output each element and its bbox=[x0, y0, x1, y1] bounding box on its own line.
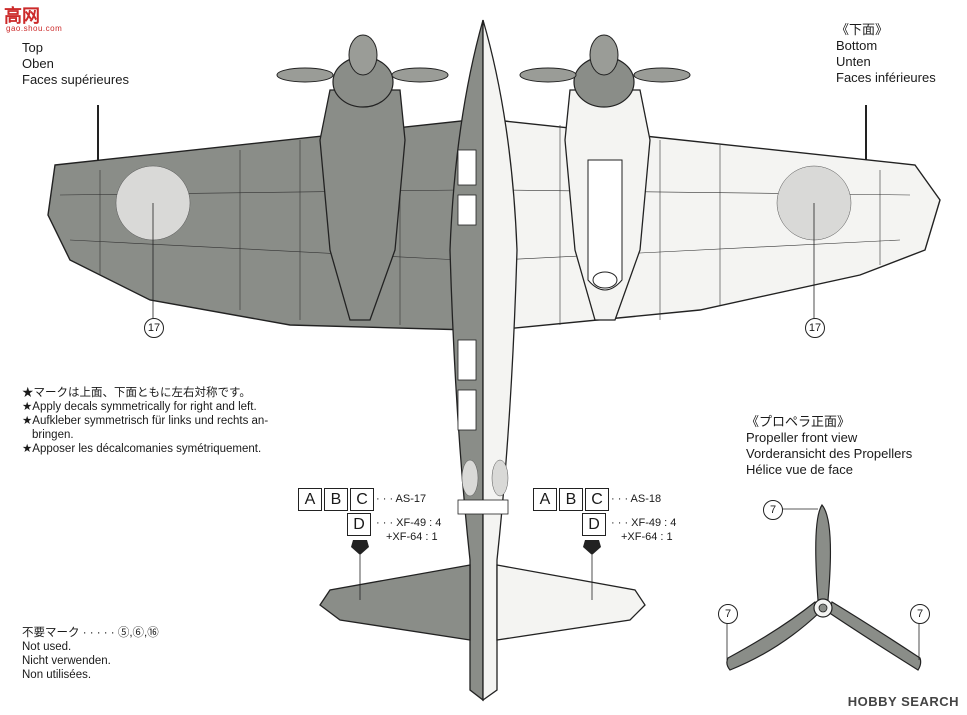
fuselage-right-half bbox=[482, 19, 518, 702]
decal-num-right: 17 bbox=[805, 318, 825, 338]
paint-code-left-2: · · · XF-49 : 4 bbox=[376, 517, 442, 529]
paint-legend-left-d: D bbox=[347, 513, 373, 536]
paint-code-right-3: +XF-64 : 1 bbox=[621, 531, 673, 543]
propeller-view-label: 《プロペラ正面》 Propeller front view Vorderansi… bbox=[746, 414, 913, 477]
left-nacelle-top bbox=[319, 89, 406, 321]
paint-code-left-1: · · · AS-17 bbox=[376, 493, 427, 505]
site-logo: 高网 bbox=[4, 6, 40, 26]
left-wing-top bbox=[47, 119, 471, 331]
left-tailplane-top bbox=[319, 564, 471, 641]
unused-decals-note: 不要マーク · · · · · ⑤,⑥,⑯ Not used. Nicht ve… bbox=[22, 627, 159, 681]
decal-num-prop-left: 7 bbox=[718, 604, 738, 624]
decal-num-prop-right: 7 bbox=[910, 604, 930, 624]
top-view-label: Top Oben Faces supérieures bbox=[22, 40, 129, 87]
hobby-search-watermark: HOBBY SEARCH bbox=[847, 694, 959, 709]
paint-code-right-2: · · · XF-49 : 4 bbox=[611, 517, 677, 529]
paint-code-left-3: +XF-64 : 1 bbox=[386, 531, 438, 543]
decal-num-left: 17 bbox=[144, 318, 164, 338]
right-wing-bottom bbox=[494, 119, 941, 331]
propeller-front-view bbox=[726, 504, 922, 671]
decal-num-prop-top: 7 bbox=[763, 500, 783, 520]
decal-notes: ★マークは上面、下面ともに左右対称です。 ★Apply decals symme… bbox=[22, 387, 269, 455]
bottom-view-label: 《下面》 Bottom Unten Faces inférieures bbox=[836, 22, 936, 85]
paint-code-right-1: · · · AS-18 bbox=[611, 493, 662, 505]
paint-legend-right-d: D bbox=[582, 513, 608, 536]
site-logo-url: gao.shou.com bbox=[6, 24, 63, 33]
right-tailplane-bottom bbox=[496, 564, 646, 641]
